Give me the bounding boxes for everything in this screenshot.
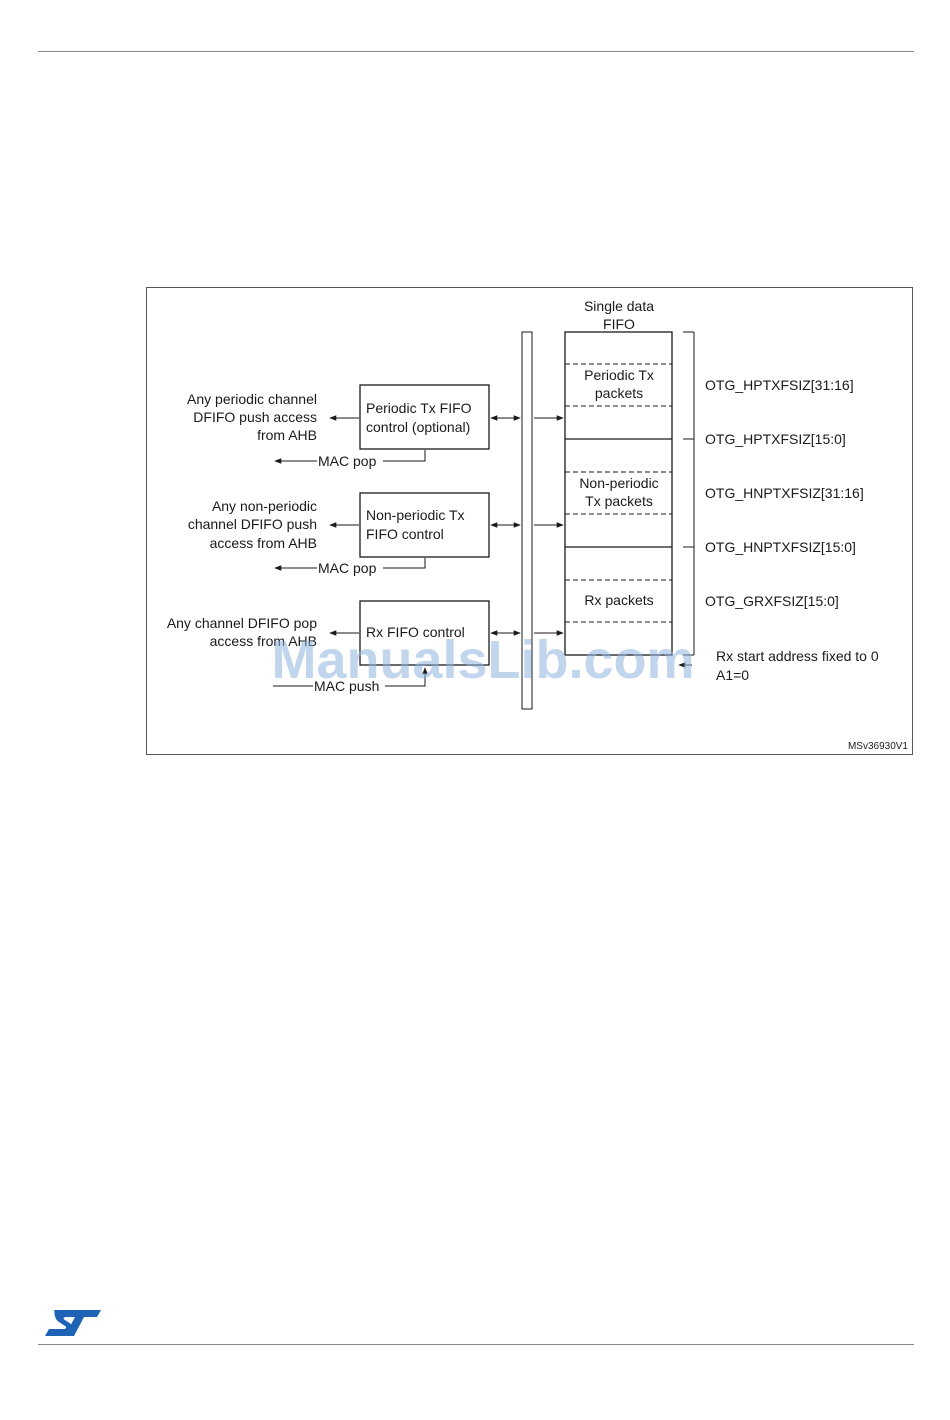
left-nonperiodic-label-2: channel DFIFO push [188,516,317,532]
figure-id: MSv36930V1 [848,741,908,752]
reg-hptxfsiz-lo: OTG_HPTXFSIZ[15:0] [705,431,846,447]
reg-hnptxfsiz-hi: OTG_HNPTXFSIZ[31:16] [705,485,864,501]
register-bracket [683,331,695,656]
fifo-diagram: Single data FIFO Periodic Tx packets Non… [167,298,909,752]
reg-hnptxfsiz-lo: OTG_HNPTXFSIZ[15:0] [705,539,856,555]
header-rule [38,51,914,52]
fifo-title-line1: Single data [584,298,654,314]
left-nonperiodic-label-3: access from AHB [210,535,317,551]
st-logo-icon [45,1310,101,1336]
periodic-control-label-1: Periodic Tx FIFO [366,400,472,416]
reg-grxfsiz: OTG_GRXFSIZ[15:0] [705,593,839,609]
left-rx-label-1: Any channel DFIFO pop [167,615,317,631]
left-periodic-label-2: DFIFO push access [193,409,317,425]
reg-hptxfsiz-hi: OTG_HPTXFSIZ[31:16] [705,377,854,393]
fifo-dashed-lines [565,363,672,623]
fifo-nonperiodic-label-2: Tx packets [585,493,653,509]
rx-start-label-1: Rx start address fixed to 0 [716,648,879,664]
rx-fifo-control-box [359,600,490,666]
bus-fifo-arrows [534,415,564,636]
watermark: ManualsLib.com [271,630,694,690]
nonperiodic-control-label-2: FIFO control [366,526,444,542]
diagram-frame: Single data FIFO Periodic Tx packets Non… [146,287,913,755]
mac-pop-label-2: MAC pop [318,560,377,576]
left-rx-label-2: access from AHB [210,633,317,649]
footer-rule [38,1344,914,1345]
bus-bar [521,331,533,710]
left-periodic-label-3: from AHB [257,427,317,443]
mac-push-label: MAC push [314,678,379,694]
fifo-stack [564,331,673,656]
box-bus-arrows [490,415,521,636]
fifo-title-line2: FIFO [603,316,635,332]
box-left-arrows [329,415,359,636]
fifo-rx-label: Rx packets [584,592,653,608]
nonperiodic-control-label-1: Non-periodic Tx [366,507,465,523]
periodic-tx-fifo-control-box [359,384,490,450]
fifo-periodic-label-1: Periodic Tx [584,367,654,383]
mac-lines [273,450,428,687]
left-periodic-label-1: Any periodic channel [187,391,317,407]
mac-pop-label-1: MAC pop [318,453,377,469]
fifo-nonperiodic-label-1: Non-periodic [579,475,658,491]
rx-start-label-2: A1=0 [716,667,749,683]
fifo-periodic-label-2: packets [595,385,643,401]
rx-control-label: Rx FIFO control [366,624,465,640]
st-logo [44,1308,102,1343]
left-nonperiodic-label-1: Any non-periodic [212,498,317,514]
nonperiodic-tx-fifo-control-box [359,492,490,558]
periodic-control-label-2: control (optional) [366,419,470,435]
